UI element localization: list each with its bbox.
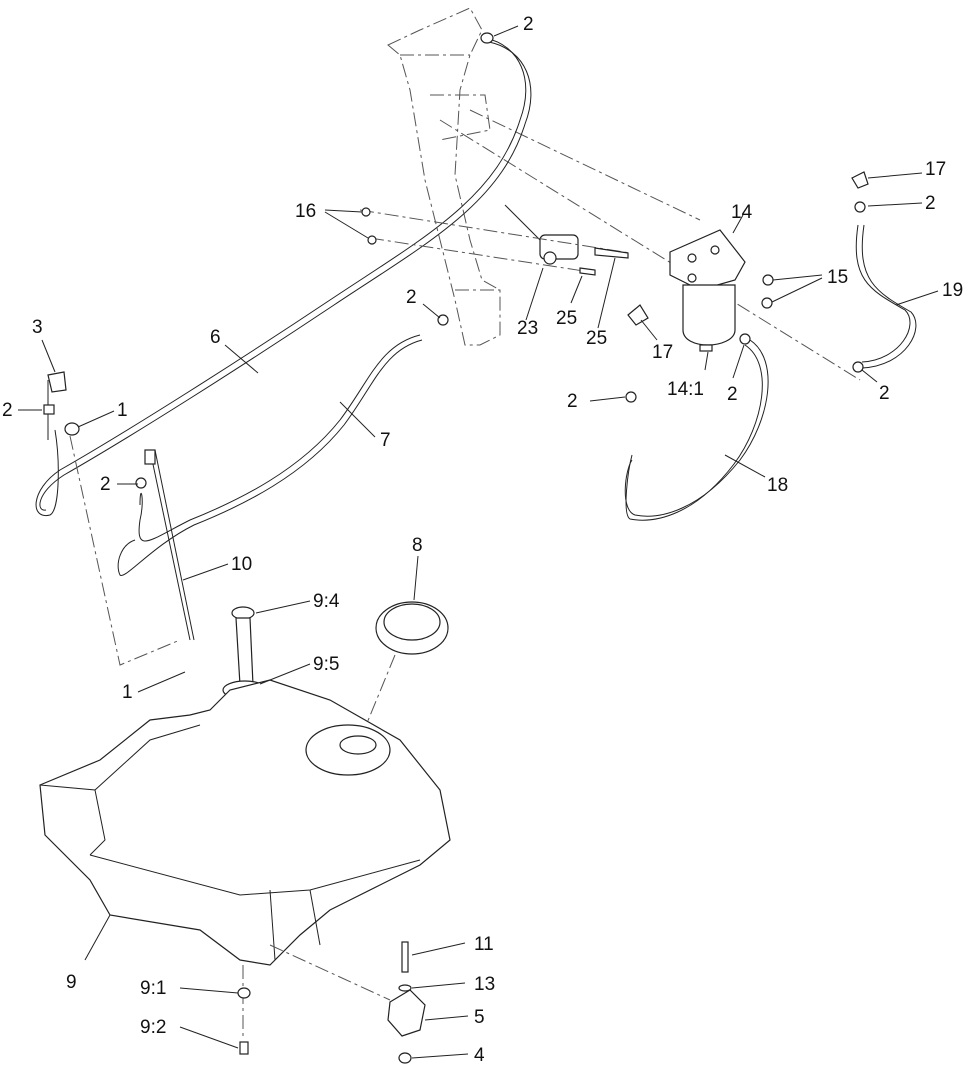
callout-25-right: 25 xyxy=(586,328,607,349)
hose-19 xyxy=(855,224,917,369)
hose-6 xyxy=(35,37,532,516)
rod-10 xyxy=(144,449,195,641)
callout-2-right-upper: 2 xyxy=(925,193,936,214)
callout-10: 10 xyxy=(231,554,252,575)
frame-bracket-phantom xyxy=(387,7,861,381)
callout-1-lower: 1 xyxy=(122,682,133,703)
hose-18 xyxy=(624,339,769,521)
callout-8: 8 xyxy=(412,535,423,556)
hose-7 xyxy=(117,334,423,576)
leader-lines xyxy=(18,25,939,1059)
callout-2-top: 2 xyxy=(523,14,534,35)
callout-5: 5 xyxy=(474,1007,485,1028)
fuel-filter-14 xyxy=(669,229,746,352)
callout-9-5: 9:5 xyxy=(313,654,339,675)
callout-9-1: 9:1 xyxy=(140,978,166,999)
callout-3: 3 xyxy=(32,317,43,338)
callout-6: 6 xyxy=(210,327,221,348)
fittings xyxy=(135,32,869,489)
callout-2-right-lower: 2 xyxy=(879,383,890,404)
callout-16: 16 xyxy=(295,201,316,222)
callout-7: 7 xyxy=(380,430,391,451)
callout-9-4: 9:4 xyxy=(313,591,340,612)
callout-17-center: 17 xyxy=(652,342,673,363)
callout-2-left: 2 xyxy=(2,400,13,421)
callout-4: 4 xyxy=(474,1045,485,1066)
callout-11: 11 xyxy=(474,934,494,955)
solenoid-23 xyxy=(359,204,631,273)
callout-9: 9 xyxy=(66,972,77,993)
callout-15: 15 xyxy=(827,267,848,288)
callout-25-left: 25 xyxy=(556,308,577,329)
callout-2-hose-18: 2 xyxy=(567,391,578,412)
callout-2-center: 2 xyxy=(406,287,417,308)
callout-13: 13 xyxy=(474,974,495,995)
bracket-5 xyxy=(269,941,426,1064)
cap-8 xyxy=(359,601,449,741)
callout-2-mid-left: 2 xyxy=(100,474,111,495)
drain-9-1-9-2 xyxy=(237,965,251,1055)
fuel-tank-9 xyxy=(39,679,451,966)
callout-9-2: 9:2 xyxy=(140,1017,166,1038)
callout-18: 18 xyxy=(767,475,788,496)
callout-23: 23 xyxy=(517,318,538,339)
callout-14: 14 xyxy=(731,202,753,223)
fitting-assembly-left xyxy=(43,371,181,666)
callout-17-right: 17 xyxy=(925,159,946,180)
callout-labels: 2 16 2 6 3 2 1 7 2 10 1 9:4 9:5 8 23 25 … xyxy=(2,14,963,1066)
callout-2-filter: 2 xyxy=(727,384,738,405)
callout-19: 19 xyxy=(942,280,963,301)
callout-1-upper: 1 xyxy=(117,400,128,421)
callout-14-1: 14:1 xyxy=(667,379,704,400)
